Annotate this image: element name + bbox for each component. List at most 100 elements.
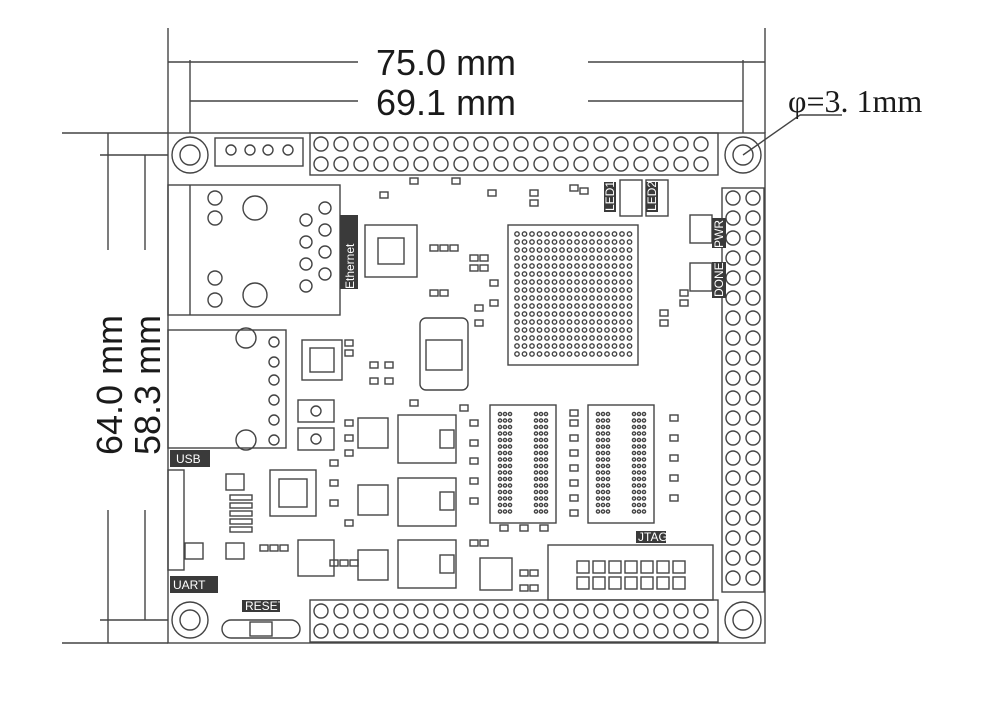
header-pin xyxy=(473,156,489,172)
mem-pad xyxy=(631,496,637,501)
header-pin xyxy=(633,623,649,639)
smd-part xyxy=(669,414,679,422)
mem-pad xyxy=(595,450,601,456)
mem-pad xyxy=(605,411,611,417)
jtag-pin xyxy=(656,576,670,590)
mem-pad xyxy=(641,457,647,462)
connector-4pin xyxy=(214,137,304,167)
smd-part xyxy=(479,539,489,547)
bga-ball xyxy=(521,319,528,325)
header-pin xyxy=(613,603,629,619)
header-top-pins xyxy=(313,136,709,172)
mem-pad xyxy=(502,418,508,423)
bga-ball xyxy=(514,311,520,317)
mem-pad xyxy=(497,431,503,436)
mem-pad xyxy=(538,463,544,469)
bga-ball xyxy=(529,319,535,325)
smd-part xyxy=(659,319,669,327)
smd-part xyxy=(429,289,439,297)
jtag-pins xyxy=(576,560,686,590)
bga-ball xyxy=(589,327,595,333)
bga-ball xyxy=(521,231,528,237)
header-pin xyxy=(413,623,429,639)
smd-part xyxy=(469,497,479,505)
smd-part xyxy=(569,464,579,472)
mem-pad xyxy=(641,483,647,488)
bga-ball xyxy=(536,335,543,341)
mem-pad xyxy=(631,489,637,495)
jtag-pin xyxy=(640,576,654,590)
bga-ball xyxy=(589,255,595,261)
bga-ball xyxy=(529,279,535,285)
smd-part xyxy=(329,499,339,507)
mem-pad xyxy=(507,411,513,417)
mem-pad xyxy=(605,509,611,514)
bga-ball xyxy=(566,287,573,293)
mem-pad xyxy=(502,496,508,501)
mem-pad xyxy=(636,463,642,469)
bga-ball xyxy=(581,303,588,309)
mem-pad xyxy=(538,476,544,482)
bga-ball xyxy=(619,343,625,349)
header-pin xyxy=(745,390,761,406)
bga-ball xyxy=(581,255,588,261)
jtag-pin xyxy=(640,560,654,574)
bga-ball xyxy=(521,335,528,341)
bga-ball xyxy=(536,271,543,277)
mem-pad xyxy=(636,476,642,482)
mem-pad xyxy=(631,483,637,488)
smd-part xyxy=(344,339,354,347)
header-pin xyxy=(313,136,329,152)
header-pin xyxy=(453,623,469,639)
smd-part xyxy=(339,559,349,567)
header-pin xyxy=(353,136,369,152)
bga-ball xyxy=(574,295,580,301)
jtag-pin xyxy=(592,576,606,590)
mem-pad xyxy=(538,489,544,495)
bga-ball xyxy=(574,311,580,317)
bga-ball xyxy=(529,271,535,277)
phi-leader xyxy=(742,114,801,156)
bga-ball xyxy=(536,279,543,285)
bga-ball xyxy=(581,263,588,269)
mem-pad xyxy=(497,450,503,456)
bga-ball xyxy=(544,287,550,293)
bga-ball xyxy=(536,255,543,261)
bga-ball xyxy=(536,295,543,301)
mounting-hole-tl xyxy=(171,136,209,174)
bga-ball xyxy=(544,335,550,341)
mem-pad xyxy=(595,502,601,508)
smd-part xyxy=(329,559,339,567)
mem-pad xyxy=(497,496,503,501)
mem-pad xyxy=(641,411,647,417)
mem-pad xyxy=(533,444,539,449)
mem-pad xyxy=(497,418,503,423)
smd-part xyxy=(269,544,279,552)
bga-balls xyxy=(514,231,633,357)
smd-part xyxy=(259,544,269,552)
mem-pad xyxy=(497,489,503,495)
mem-pad xyxy=(595,411,601,417)
mem-pad xyxy=(533,424,539,430)
mem-pad xyxy=(507,470,513,475)
smd-part xyxy=(409,177,419,185)
bga-ball xyxy=(529,239,535,245)
smd-part xyxy=(519,584,529,592)
header-pin xyxy=(633,603,649,619)
bga-ball xyxy=(514,335,520,341)
bga-ball xyxy=(604,335,610,341)
mem-pad xyxy=(595,470,601,475)
inductor-1 xyxy=(397,414,457,464)
header-pin xyxy=(593,603,609,619)
bga-ball xyxy=(529,287,535,293)
bga-ball xyxy=(521,279,528,285)
bga-ball xyxy=(536,287,543,293)
mem-pad xyxy=(502,476,508,482)
mem-pad xyxy=(641,489,647,495)
mem-pad xyxy=(595,457,601,462)
header-right-pins xyxy=(725,190,761,586)
header-pin xyxy=(653,603,669,619)
header-pin xyxy=(745,530,761,546)
mem-pad xyxy=(538,470,544,475)
header-pin xyxy=(693,603,709,619)
